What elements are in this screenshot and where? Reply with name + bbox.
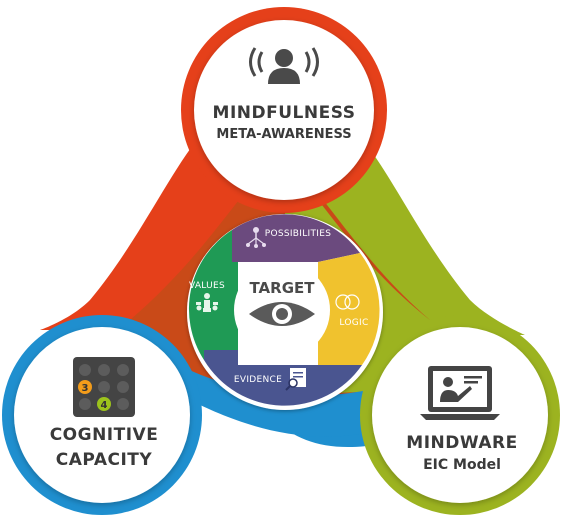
evidence-label: EVIDENCE — [234, 375, 282, 385]
number-grid-icon: 3 4 — [73, 357, 135, 417]
cognitive-label: COGNITIVE — [50, 425, 159, 445]
mindware-label: MINDWARE — [406, 433, 517, 453]
segment-values — [188, 230, 232, 360]
mindfulness-label: MINDFULNESS — [213, 103, 356, 123]
possibilities-label: POSSIBILITIES — [265, 229, 332, 239]
target-ring: TARGET POSSIBILITIES LOGIC EVIDENCE — [187, 214, 383, 410]
grid-number-3: 3 — [82, 383, 89, 394]
node-mindware: MINDWARE EIC Model — [360, 315, 560, 515]
values-label: VALUES — [189, 281, 225, 291]
node-mindfulness: MINDFULNESS META-AWARENESS — [181, 7, 387, 213]
segment-evidence — [204, 350, 362, 406]
people-weighing-icon — [196, 293, 218, 312]
meta-awareness-label: META-AWARENESS — [216, 127, 351, 142]
laptop-presentation-icon — [420, 366, 500, 420]
logic-label: LOGIC — [339, 318, 368, 328]
node-cognitive-capacity: 3 4 COGNITIVE CAPACITY — [2, 315, 202, 515]
document-search-icon — [285, 368, 306, 391]
person-broadcast-icon — [249, 47, 319, 84]
eye-icon — [249, 302, 315, 326]
segment-logic — [318, 253, 380, 365]
intersecting-circles-icon — [335, 294, 360, 310]
capacity-label: CAPACITY — [56, 450, 153, 470]
eic-model-label: EIC Model — [423, 457, 501, 473]
target-label: TARGET — [249, 279, 315, 297]
grid-number-4: 4 — [101, 400, 108, 411]
network-person-icon — [246, 227, 266, 248]
segment-possibilities — [232, 214, 360, 262]
